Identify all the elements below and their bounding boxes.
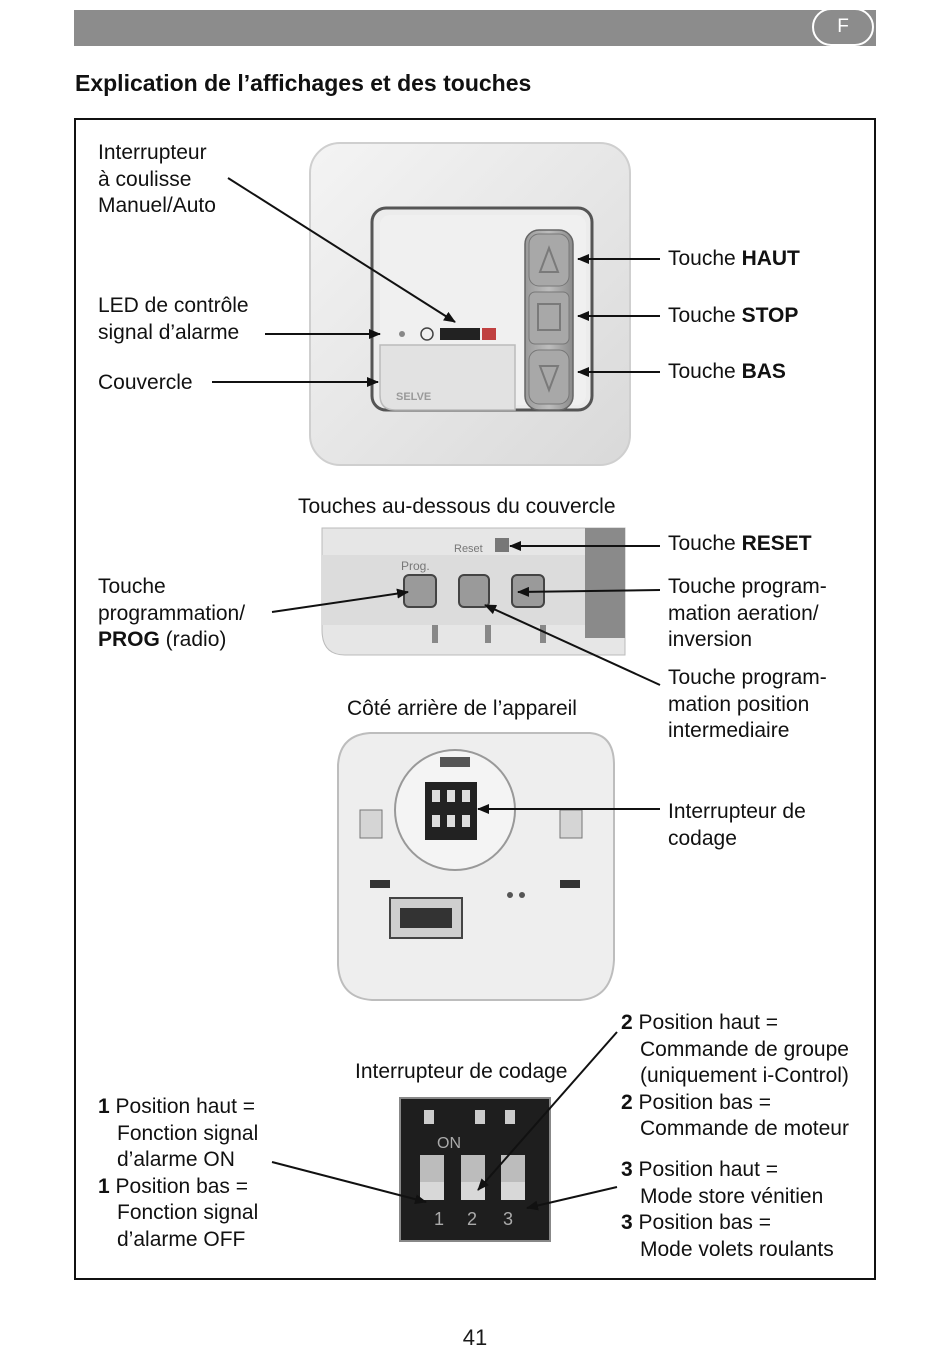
slide-switch-line1: Interrupteur — [98, 141, 207, 164]
cover-label: Couvercle — [98, 371, 193, 394]
switch-number-3: 3 — [503, 1209, 513, 1229]
reset-button-text: Reset — [454, 543, 483, 555]
switch3-down-line1: Position bas = — [638, 1211, 772, 1234]
switch2-down-line2: Commande de moteur — [640, 1117, 849, 1140]
key-down-bold: BAS — [741, 360, 786, 383]
switch1-down-line1: Position bas = — [115, 1174, 249, 1198]
aeration-label: Touche program- mation aeration/ inversi… — [668, 574, 827, 654]
key-up-prefix: Touche — [668, 247, 742, 270]
intermediate-label: Touche program- mation position intermed… — [668, 665, 827, 745]
switch1-down-line2: Fonction signal — [117, 1201, 259, 1224]
switch1-up-num: 1 — [98, 1095, 110, 1118]
prog-button-text: Prog. — [401, 559, 430, 573]
header-bar — [74, 10, 876, 46]
reset-bold: RESET — [741, 532, 812, 555]
intermediate-line2: mation position — [668, 692, 810, 716]
led-line2: signal d’alarme — [98, 320, 240, 344]
slide-switch-line3: Manuel/Auto — [98, 194, 216, 217]
switch2-up-line3: (uniquement i-Control) — [640, 1064, 849, 1087]
switch3-up-num: 3 — [621, 1158, 633, 1181]
prog-line1: Touche — [98, 575, 166, 598]
slide-switch-line2: à coulisse — [98, 167, 192, 191]
switch-number-1: 1 — [434, 1209, 444, 1229]
switch1-down-num: 1 — [98, 1174, 110, 1198]
back-device-image — [337, 732, 615, 1001]
switch2-up-num: 2 — [621, 1011, 633, 1034]
reset-prefix: Touche — [668, 532, 742, 555]
key-stop-bold: STOP — [741, 304, 799, 327]
language-badge: F — [812, 8, 874, 46]
switch3-up-line2: Mode store vénitien — [640, 1184, 824, 1208]
coding-switch-label: Interrupteur de codage — [668, 799, 806, 852]
key-down-prefix: Touche — [668, 360, 742, 383]
switch1-up-line1: Position haut = — [115, 1095, 256, 1118]
under-cover-caption: Touches au-dessous du couvercle — [298, 495, 616, 518]
front-device-image: SELVE — [309, 142, 631, 466]
slide-switch-label: Interrupteur à coulisse Manuel/Auto — [98, 140, 216, 220]
key-stop-prefix: Touche — [668, 304, 742, 327]
switch1-description: 1 Position haut = Fonction signal d’alar… — [98, 1094, 258, 1253]
aeration-line2: mation aeration/ — [668, 601, 819, 625]
aeration-line3: inversion — [668, 628, 753, 651]
switch3-up-line1: Position haut = — [638, 1158, 779, 1181]
coding-switch-line2: codage — [668, 826, 737, 850]
reset-label: Touche RESET — [668, 531, 812, 558]
prog-label: Touche programmation/ PROG (radio) — [98, 574, 245, 654]
led-line1: LED de contrôle — [98, 294, 249, 317]
prog-bold: PROG — [98, 628, 160, 651]
switch2-up-line2: Commande de groupe — [640, 1037, 849, 1061]
switch1-up-line3: d’alarme ON — [117, 1148, 235, 1171]
callout-arrows — [212, 177, 661, 1211]
switch1-down-line3: d’alarme OFF — [117, 1227, 246, 1251]
back-caption: Côté arrière de l’appareil — [347, 697, 577, 720]
coding-switch-line1: Interrupteur de — [668, 800, 806, 823]
switch1-up-line2: Fonction signal — [117, 1121, 259, 1145]
key-stop-label: Touche STOP — [668, 303, 798, 330]
page-title: Explication de l’affichages et des touch… — [75, 70, 532, 96]
switch-number-2: 2 — [467, 1209, 477, 1229]
switch3-down-num: 3 — [621, 1211, 633, 1234]
switch3-description: 3 Position haut = Mode store vénitien 3 … — [621, 1157, 834, 1263]
brand-logo: SELVE — [396, 391, 431, 403]
prog-line2: programmation/ — [98, 601, 246, 625]
key-down-label: Touche BAS — [668, 359, 786, 386]
led-label: LED de contrôle signal d’alarme — [98, 293, 249, 346]
switch3-down-line2: Mode volets roulants — [640, 1237, 834, 1261]
intermediate-line1: Touche program- — [668, 666, 827, 689]
switch2-up-line1: Position haut = — [638, 1011, 779, 1034]
aeration-line1: Touche program- — [668, 575, 827, 598]
intermediate-line3: intermediaire — [668, 719, 790, 742]
key-up-bold: HAUT — [741, 247, 800, 270]
on-label: ON — [437, 1135, 461, 1152]
diagram-frame — [74, 118, 876, 1280]
prog-suffix: (radio) — [159, 628, 227, 651]
coding-caption: Interrupteur de codage — [355, 1060, 568, 1083]
switch2-down-num: 2 — [621, 1090, 633, 1114]
page-number: 41 — [462, 1325, 488, 1350]
switch2-description: 2 Position haut = Commande de groupe (un… — [621, 1010, 849, 1143]
switch2-down-line1: Position bas = — [638, 1090, 772, 1114]
key-up-label: Touche HAUT — [668, 246, 800, 273]
coding-switch-image: ON 1 2 3 — [399, 1097, 551, 1242]
